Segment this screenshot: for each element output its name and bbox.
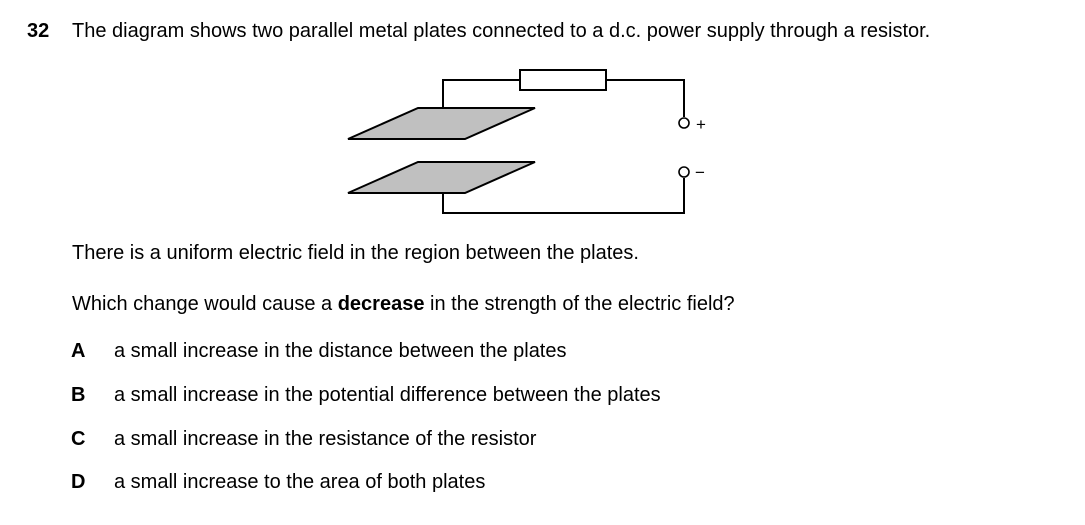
option-letter: B: [71, 384, 86, 406]
paragraph-question-after: in the strength of the electric field?: [424, 293, 735, 315]
top-plate: [347, 107, 536, 140]
option-letter: A: [71, 340, 86, 362]
positive-terminal: [678, 117, 690, 129]
option-text: a small increase to the area of both pla…: [114, 471, 486, 493]
negative-terminal: [678, 166, 690, 178]
option-letter: C: [71, 428, 86, 450]
paragraph-question: Which change would cause a decrease in t…: [72, 292, 735, 316]
question-number: 32: [27, 20, 50, 42]
resistor: [519, 69, 607, 91]
option-text: a small increase in the distance between…: [114, 340, 567, 362]
negative-terminal-label: −: [695, 163, 705, 182]
question-stem: The diagram shows two parallel metal pla…: [72, 20, 931, 42]
paragraph-uniform-field: There is a uniform electric field in the…: [72, 242, 639, 264]
paragraph-question-bold: decrease: [337, 293, 425, 315]
paragraph-question-before: Which change would cause a: [72, 293, 338, 315]
option-text: a small increase in the potential differ…: [114, 384, 661, 406]
positive-terminal-label: +: [696, 115, 706, 134]
option-letter: D: [71, 471, 86, 493]
bottom-wire: [442, 178, 685, 214]
top-wire-right: [606, 79, 685, 117]
bottom-plate: [347, 161, 536, 194]
option-text: a small increase in the resistance of th…: [114, 428, 537, 450]
top-wire: [442, 79, 520, 108]
